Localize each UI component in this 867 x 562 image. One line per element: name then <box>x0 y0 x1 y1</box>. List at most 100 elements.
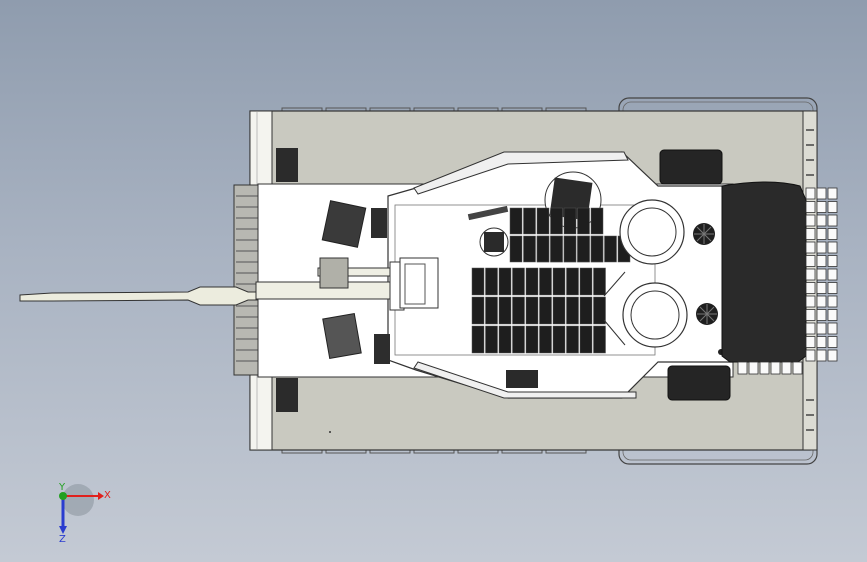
grill-cell <box>781 361 792 375</box>
solar-panel-cell <box>563 235 577 263</box>
driver-periscope-bottom <box>374 334 390 364</box>
grill-cell <box>770 361 781 375</box>
solar-panel-cell <box>523 235 536 263</box>
grill-cell <box>805 282 816 294</box>
grill-cell <box>827 322 838 335</box>
grill-cell <box>748 361 759 375</box>
turret-skirt-bottom <box>413 361 637 399</box>
grill-cell <box>792 361 803 375</box>
grill-cell <box>827 255 838 267</box>
orientation-triad: X Y Z <box>58 482 111 545</box>
solar-panel-cell <box>550 207 563 235</box>
grill-cell <box>805 309 816 321</box>
engine-cover <box>721 181 807 363</box>
grill-cell <box>816 214 827 227</box>
grill-cell <box>816 268 827 281</box>
rear-grill <box>737 187 838 375</box>
fan-bottom-icon <box>696 303 718 325</box>
grill-cell <box>816 201 827 213</box>
x-arrow-icon <box>98 492 104 500</box>
grill-cell <box>805 187 816 200</box>
x-axis-label: X <box>104 490 111 501</box>
rear-turret-box <box>506 370 538 388</box>
solar-panel-cell <box>512 325 525 354</box>
grill-cell <box>827 228 838 240</box>
y-axis-icon <box>59 492 67 500</box>
solar-panel-cell <box>590 235 604 263</box>
main-gun <box>19 257 439 311</box>
solar-panel-cell <box>552 296 566 325</box>
solar-panel-cell <box>498 267 512 296</box>
grill-cell <box>827 201 838 213</box>
grill-cell <box>827 187 838 200</box>
solar-panel-cell <box>604 235 617 263</box>
solar-panel-cell <box>563 207 577 235</box>
grill-cell <box>816 187 827 200</box>
solar-panel-cell <box>525 296 539 325</box>
grill-cell <box>827 336 838 348</box>
hatch-bottom <box>622 282 688 348</box>
loader-hatch <box>479 227 509 257</box>
solar-panel-cell <box>485 325 498 354</box>
solar-panel-cell <box>550 235 563 263</box>
solar-panel-cell <box>590 207 604 235</box>
solar-panel-cell <box>539 325 552 354</box>
solar-panel-cell <box>498 325 512 354</box>
solar-panel-array <box>471 207 631 354</box>
grill-cell <box>827 349 838 362</box>
solar-panel-cell <box>471 325 485 354</box>
solar-panel-cell <box>539 296 552 325</box>
grill-cell <box>816 241 827 254</box>
grill-cell <box>827 295 838 308</box>
solar-panel-cell <box>552 325 566 354</box>
grill-cell <box>805 255 816 267</box>
grill-cell <box>805 228 816 240</box>
hull-mark <box>329 431 331 433</box>
grill-cell <box>805 201 816 213</box>
front-mudguard-top <box>276 148 298 182</box>
solar-panel-cell <box>512 267 525 296</box>
track-edge-top <box>281 107 587 111</box>
grill-cell <box>805 214 816 227</box>
solar-panel-cell <box>566 267 579 296</box>
solar-panel-cell <box>577 235 590 263</box>
solar-panel-cell <box>523 207 536 235</box>
solar-panel-cell <box>593 296 606 325</box>
fan-top-icon <box>693 223 715 245</box>
grill-cell <box>816 255 827 267</box>
solar-panel-cell <box>577 207 590 235</box>
solar-panel-cell <box>498 296 512 325</box>
turret-skirt-top <box>413 151 629 195</box>
solar-panel-cell <box>471 296 485 325</box>
solar-panel-cell <box>512 296 525 325</box>
track-edge-bottom <box>281 450 587 454</box>
solar-panel-cell <box>509 235 523 263</box>
grill-cell <box>805 295 816 308</box>
grill-cell <box>816 349 827 362</box>
solar-panel-cell <box>485 296 498 325</box>
grill-cell <box>816 322 827 335</box>
grill-cell <box>805 268 816 281</box>
hatch-divider-lines <box>603 271 626 346</box>
front-light-box-top <box>321 200 367 248</box>
grill-cell <box>827 214 838 227</box>
grill-cell <box>805 336 816 348</box>
solar-panel-cell <box>525 267 539 296</box>
grill-cell <box>827 282 838 294</box>
grill-cell <box>805 322 816 335</box>
solar-panel-cell <box>593 325 606 354</box>
front-light-box-bottom <box>322 312 362 360</box>
solar-panel-cell <box>566 325 579 354</box>
solar-panel-cell <box>552 267 566 296</box>
solar-panel-cell <box>536 207 550 235</box>
solar-panel-cell <box>593 267 606 296</box>
z-axis-label: Z <box>59 534 66 545</box>
grill-cell <box>816 228 827 240</box>
solar-panel-cell <box>566 296 579 325</box>
driver-periscope-top <box>371 208 387 238</box>
solar-panel-cell <box>579 296 593 325</box>
solar-panel-cell <box>509 207 523 235</box>
solar-panel-cell <box>536 235 550 263</box>
